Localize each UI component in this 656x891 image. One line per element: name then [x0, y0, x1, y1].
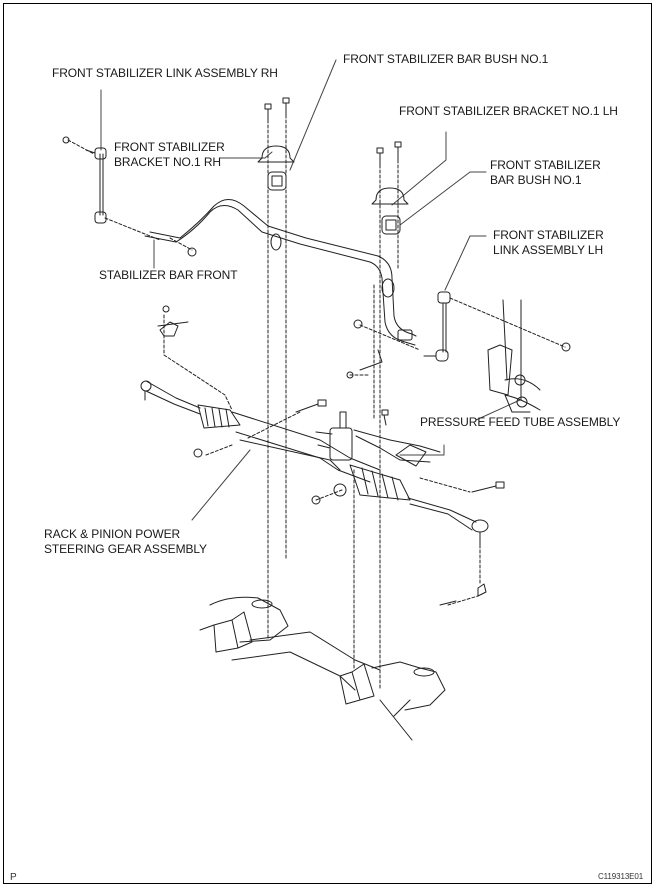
- corner-mark: P: [10, 872, 17, 883]
- steering-gear: [140, 371, 505, 606]
- alignment-dashes: [67, 109, 566, 691]
- stabilizer-bar: [144, 199, 417, 346]
- label-stabilizer-bracket-rh-line1: FRONT STABILIZER: [114, 140, 225, 154]
- label-stabilizer-bracket-lh: FRONT STABILIZER BRACKET NO.1 LH: [399, 104, 618, 118]
- pressure-feed-tube: [353, 349, 441, 467]
- leader-lines: [100, 59, 521, 521]
- tube-clamp: [157, 305, 189, 337]
- front-crossmember: [199, 596, 446, 741]
- bracket-rh-parts: [257, 97, 295, 191]
- stabilizer-link-lh: [423, 291, 571, 362]
- label-pressure-feed-tube: PRESSURE FEED TUBE ASSEMBLY: [420, 415, 621, 429]
- bracket-lh-parts: [371, 141, 409, 235]
- label-stabilizer-link-rh: FRONT STABILIZER LINK ASSEMBLY RH: [52, 66, 278, 80]
- label-stabilizer-link-lh-line1: FRONT STABILIZER: [493, 228, 604, 242]
- label-rack-pinion-line2: STEERING GEAR ASSEMBLY: [44, 542, 207, 556]
- figure-frame: [3, 3, 652, 884]
- label-stabilizer-bar-bush-lh-line1: FRONT STABILIZER: [490, 158, 601, 172]
- label-stabilizer-bar-bush-top: FRONT STABILIZER BAR BUSH NO.1: [343, 52, 549, 66]
- label-stabilizer-bar-bush-lh-line2: BAR BUSH NO.1: [490, 173, 582, 187]
- stabilizer-link-rh: [62, 136, 107, 224]
- label-stabilizer-bracket-rh-line2: BRACKET NO.1 RH: [114, 155, 221, 169]
- front-strut: [487, 299, 541, 413]
- figure-id: C119313E01: [598, 872, 644, 881]
- label-stabilizer-link-lh-line2: LINK ASSEMBLY LH: [493, 243, 604, 257]
- label-stabilizer-bar-front: STABILIZER BAR FRONT: [99, 268, 238, 282]
- label-rack-pinion-line1: RACK & PINION POWER: [44, 527, 181, 541]
